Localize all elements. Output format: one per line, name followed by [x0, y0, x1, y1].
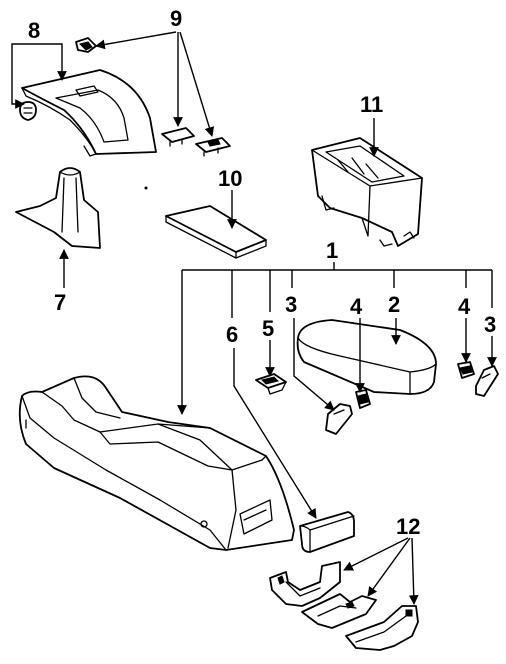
latch-center	[355, 389, 371, 409]
bracket-rear	[345, 605, 419, 651]
callout-4-center: 4	[350, 294, 363, 319]
console-pad	[165, 205, 267, 259]
callout-5: 5	[262, 316, 274, 341]
callout-12: 12	[396, 514, 420, 539]
callout-4-right: 4	[458, 294, 471, 319]
lock-button-center	[325, 403, 353, 435]
callout-3-center: 3	[285, 292, 297, 317]
clip-middle	[161, 127, 195, 147]
callout-6: 6	[226, 322, 238, 347]
shift-boot	[15, 167, 101, 249]
hinge-bracket	[255, 373, 287, 395]
callout-11: 11	[360, 92, 383, 117]
clip-top	[75, 37, 97, 53]
shift-bezel-plate	[21, 69, 157, 157]
callout-9: 9	[170, 6, 182, 31]
latch-right	[457, 361, 475, 379]
rear-console-box	[311, 137, 423, 247]
bracket-middle	[301, 593, 377, 629]
callout-7: 7	[54, 290, 66, 315]
bracket-front	[269, 561, 341, 607]
armrest-lid	[296, 319, 437, 395]
callout-1: 1	[326, 238, 338, 263]
stray-dot	[144, 186, 148, 190]
callout-10: 10	[218, 166, 242, 191]
lock-button-right	[475, 365, 499, 397]
callout-3-right: 3	[484, 312, 496, 337]
callout-8: 8	[28, 18, 40, 43]
center-console-body	[18, 375, 295, 551]
leader-lines	[11, 31, 497, 605]
clip-right	[195, 137, 231, 157]
callout-2: 2	[388, 292, 400, 317]
console-cover	[299, 511, 355, 553]
callout-labels: 8 9 11 10 7 1 3 2 4 4 3 5 6 12	[28, 6, 496, 539]
